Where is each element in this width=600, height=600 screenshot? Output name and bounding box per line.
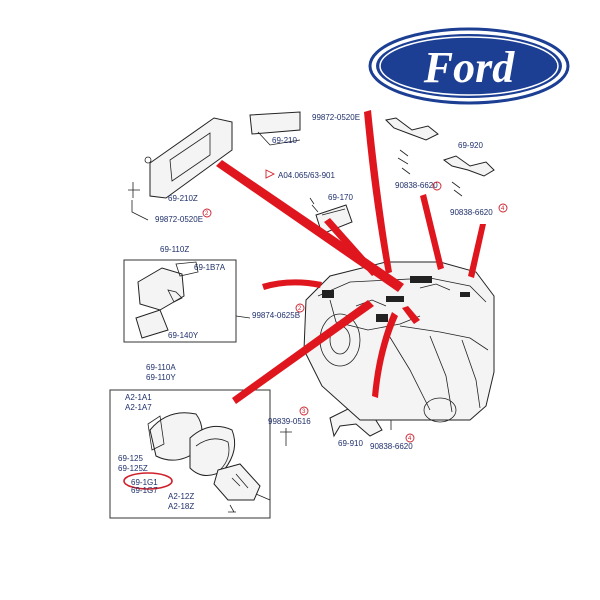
assist-grip-left-group: 90838-6620 [384,117,442,191]
label-sunvisor-top: 69-210 [272,136,297,145]
label-outer-a2-18z: A2-18Z [168,502,194,511]
label-outer-a2-12z: A2-12Z [168,492,194,501]
badge-sunvisor-qty: 2 [205,211,209,217]
label-rear-screw: 99839-0516 [268,417,311,426]
assist-grip-right-group: 69-920 90838-6620 4 [442,141,508,217]
qty-badge [405,433,415,443]
qty-badge [295,303,305,313]
badge-rear-grip-qty: 4 [408,436,412,442]
badge-inner-mirror-qty: 2 [298,306,302,312]
label-outer-1g7: 69-1G7 [131,486,158,495]
label-grip-right-code: 90838-6620 [450,208,493,217]
highlight-ellipse [123,472,173,490]
badge-rear-screw-qty: 3 [302,409,306,415]
qty-badge [202,208,212,218]
label-outer-125z: 69-125Z [118,464,148,473]
label-outer-a2-1a1: A2-1A1 [125,393,152,402]
label-rear-grip-part: 69-910 [338,439,363,448]
label-sunvisor-left: 69-210Z [168,194,198,203]
label-lamp-code: A04.065/63-901 [278,171,335,180]
label-outer-mirror-b: 69-110Y [146,373,176,382]
qty-badge [498,203,508,213]
outer-mirror-group: 69-110A 69-110Y A2-1A1 A2-1A7 69-125 69-… [109,363,271,519]
label-inner-mirror-set: 69-110Z [160,245,189,254]
inner-mirror-box [123,259,237,343]
label-outer-125: 69-125 [118,454,143,463]
label-rear-grip-code: 90838-6620 [370,442,413,451]
label-grip-left-code: 90838-6620 [395,181,438,190]
label-outer-1g1: 69-1G1 [131,478,158,487]
pointer-rays [216,110,486,404]
label-lamp-part: 69-170 [328,193,353,202]
outer-mirror-box [109,389,271,519]
label-sunvisor-left-screw: 99872-0520E [155,215,203,224]
label-outer-mirror-a: 69-110A [146,363,176,372]
label-inner-mirror-glass: 69-140Y [168,331,199,340]
label-inner-mirror-arm: 69-1B7A [194,263,226,272]
sun-visor-group: 99872-0520E 69-210 69-210Z 99872-0520E 2 [128,111,360,224]
label-sunvisor-screw: 99872-0520E [312,113,360,122]
inner-mirror-group: 69-110Z 69-1B7A 69-140Y 99874-0625B 2 [123,245,305,343]
qty-badge [432,181,442,191]
badge-grip-right-qty: 4 [501,206,505,212]
ford-logo-text: Ford [423,43,515,92]
label-outer-a2-1a7: A2-1A7 [125,403,152,412]
label-grip-right-part: 69-920 [458,141,483,150]
vehicle-outline [303,261,495,423]
label-inner-mirror-screw: 99874-0625B [252,311,300,320]
qty-badge [299,406,309,416]
ford-logo: Ford [368,27,570,105]
